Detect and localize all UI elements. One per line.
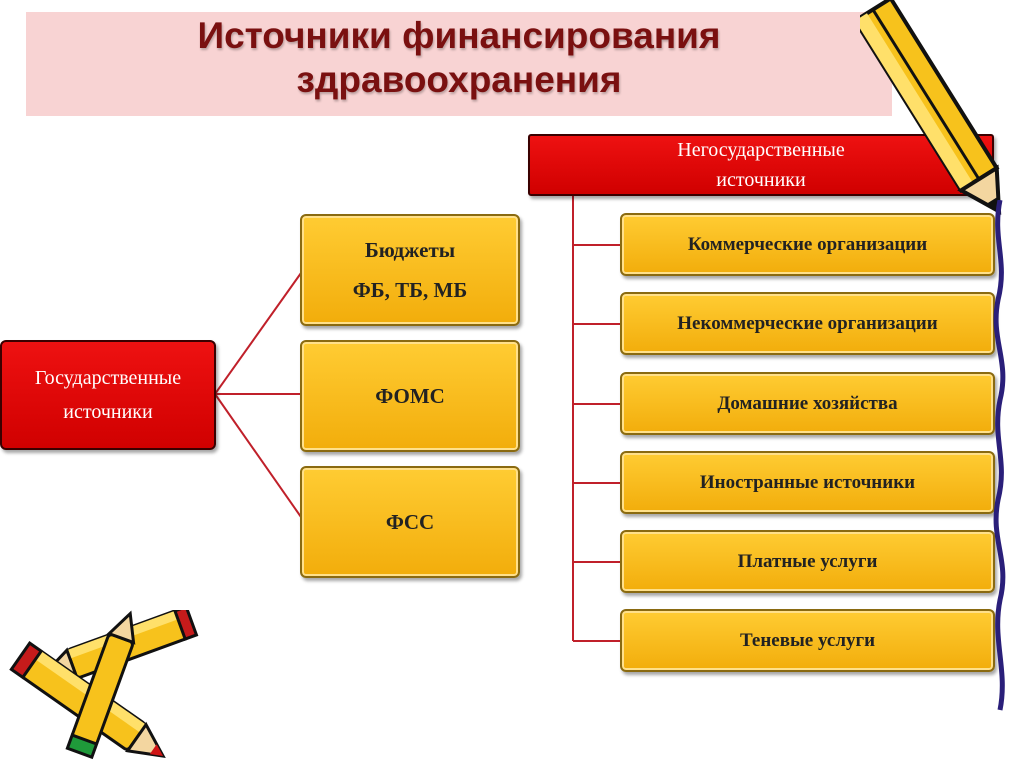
state-item-label: ФОМС <box>375 383 445 408</box>
state-item-fss: ФСС <box>300 466 520 578</box>
state-item-foms: ФОМС <box>300 340 520 452</box>
nonstate-sources-box: Негосударственные источники <box>528 134 994 196</box>
title-line-2: здравоохранения <box>296 59 622 100</box>
pencil-icon <box>9 610 199 760</box>
state-label-line1: Государственные <box>34 367 182 389</box>
nonstate-item-label: Иностранные источники <box>699 471 916 493</box>
nonstate-item-label: Домашние хозяйства <box>717 392 898 414</box>
nonstate-item-households: Домашние хозяйства <box>620 372 995 435</box>
title-line-1: Источники финансирования <box>197 15 721 56</box>
title-band <box>26 12 892 116</box>
nonstate-item-label: Коммерческие организации <box>687 233 928 255</box>
pencil-icon <box>860 0 1002 215</box>
nonstate-item-label: Платные услуги <box>737 550 878 572</box>
nonstate-label-line2: источники <box>716 169 806 191</box>
nonstate-label-line1: Негосударственные <box>677 139 845 161</box>
squiggle-icon <box>993 200 1006 711</box>
state-item-line1: Бюджеты <box>364 238 456 262</box>
nonstate-item-label: Некоммерческие организации <box>677 312 938 334</box>
nonstate-item-shadow-services: Теневые услуги <box>620 609 995 672</box>
state-item-budgets: Бюджеты ФБ, ТБ, МБ <box>300 214 520 326</box>
nonstate-item-paid-services: Платные услуги <box>620 530 995 593</box>
page-title: Источники финансирования здравоохранения <box>26 14 892 102</box>
nonstate-item-foreign: Иностранные источники <box>620 451 995 514</box>
nonstate-item-commercial: Коммерческие организации <box>620 213 995 276</box>
state-item-line2: ФБ, ТБ, МБ <box>352 278 468 302</box>
state-label-line2: источники <box>63 401 153 423</box>
state-item-label: ФСС <box>385 509 435 534</box>
nonstate-item-label: Теневые услуги <box>739 629 876 651</box>
state-sources-box: Государственные источники <box>0 340 216 450</box>
nonstate-item-noncommercial: Некоммерческие организации <box>620 292 995 355</box>
